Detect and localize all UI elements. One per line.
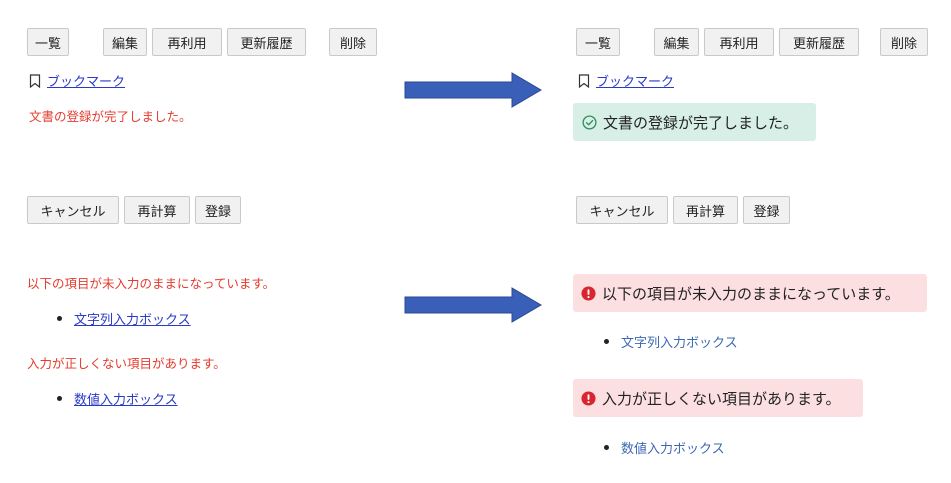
bookmark-icon — [578, 73, 590, 88]
check-circle-icon — [582, 114, 597, 130]
bullet — [604, 445, 609, 450]
success-message: 文書の登録が完了しました。 — [603, 113, 799, 132]
bookmark-icon — [29, 73, 41, 88]
register-button[interactable]: 登録 — [743, 196, 790, 224]
reuse-button[interactable]: 再利用 — [152, 28, 222, 56]
exclamation-circle-icon — [581, 285, 596, 301]
invalid-fields-heading: 入力が正しくない項目があります。 — [27, 356, 226, 371]
bookmark-link[interactable]: ブックマーク — [596, 75, 675, 90]
history-button[interactable]: 更新履歴 — [779, 28, 859, 56]
cancel-button[interactable]: キャンセル — [576, 196, 668, 224]
success-alert: 文書の登録が完了しました。 — [573, 103, 816, 141]
right-arrow-icon — [404, 72, 542, 108]
missing-fields-heading: 以下の項目が未入力のままになっています。 — [27, 276, 276, 291]
edit-button[interactable]: 編集 — [103, 28, 147, 56]
list-button[interactable]: 一覧 — [27, 28, 69, 56]
missing-fields-alert: 以下の項目が未入力のままになっています。 — [573, 274, 927, 312]
list-item: 数値入力ボックス — [604, 438, 725, 457]
bookmark-row: ブックマーク — [578, 71, 674, 90]
right-arrow-icon — [404, 287, 542, 323]
list-item: 文字列入力ボックス — [57, 309, 191, 328]
success-message: 文書の登録が完了しました。 — [29, 109, 192, 124]
history-button[interactable]: 更新履歴 — [227, 28, 306, 56]
reuse-button[interactable]: 再利用 — [704, 28, 774, 56]
recalc-button[interactable]: 再計算 — [124, 196, 190, 224]
delete-button[interactable]: 削除 — [329, 28, 377, 56]
bullet — [57, 396, 62, 401]
bullet — [604, 339, 609, 344]
list-item: 文字列入力ボックス — [604, 332, 738, 351]
list-item: 数値入力ボックス — [57, 389, 178, 408]
edit-button[interactable]: 編集 — [654, 28, 699, 56]
bullet — [57, 316, 62, 321]
delete-button[interactable]: 削除 — [880, 28, 928, 56]
bookmark-link[interactable]: ブックマーク — [47, 75, 126, 90]
invalid-fields-alert: 入力が正しくない項目があります。 — [573, 379, 863, 417]
register-button[interactable]: 登録 — [195, 196, 241, 224]
list-button[interactable]: 一覧 — [576, 28, 620, 56]
cancel-button[interactable]: キャンセル — [27, 196, 119, 224]
missing-field-link[interactable]: 文字列入力ボックス — [74, 313, 191, 328]
exclamation-circle-icon — [581, 390, 596, 406]
invalid-fields-heading: 入力が正しくない項目があります。 — [602, 389, 841, 408]
bookmark-row: ブックマーク — [29, 71, 125, 90]
missing-field-link[interactable]: 文字列入力ボックス — [621, 336, 738, 351]
invalid-field-link[interactable]: 数値入力ボックス — [74, 393, 178, 408]
invalid-field-link[interactable]: 数値入力ボックス — [621, 442, 725, 457]
missing-fields-heading: 以下の項目が未入力のままになっています。 — [602, 284, 900, 303]
recalc-button[interactable]: 再計算 — [673, 196, 738, 224]
